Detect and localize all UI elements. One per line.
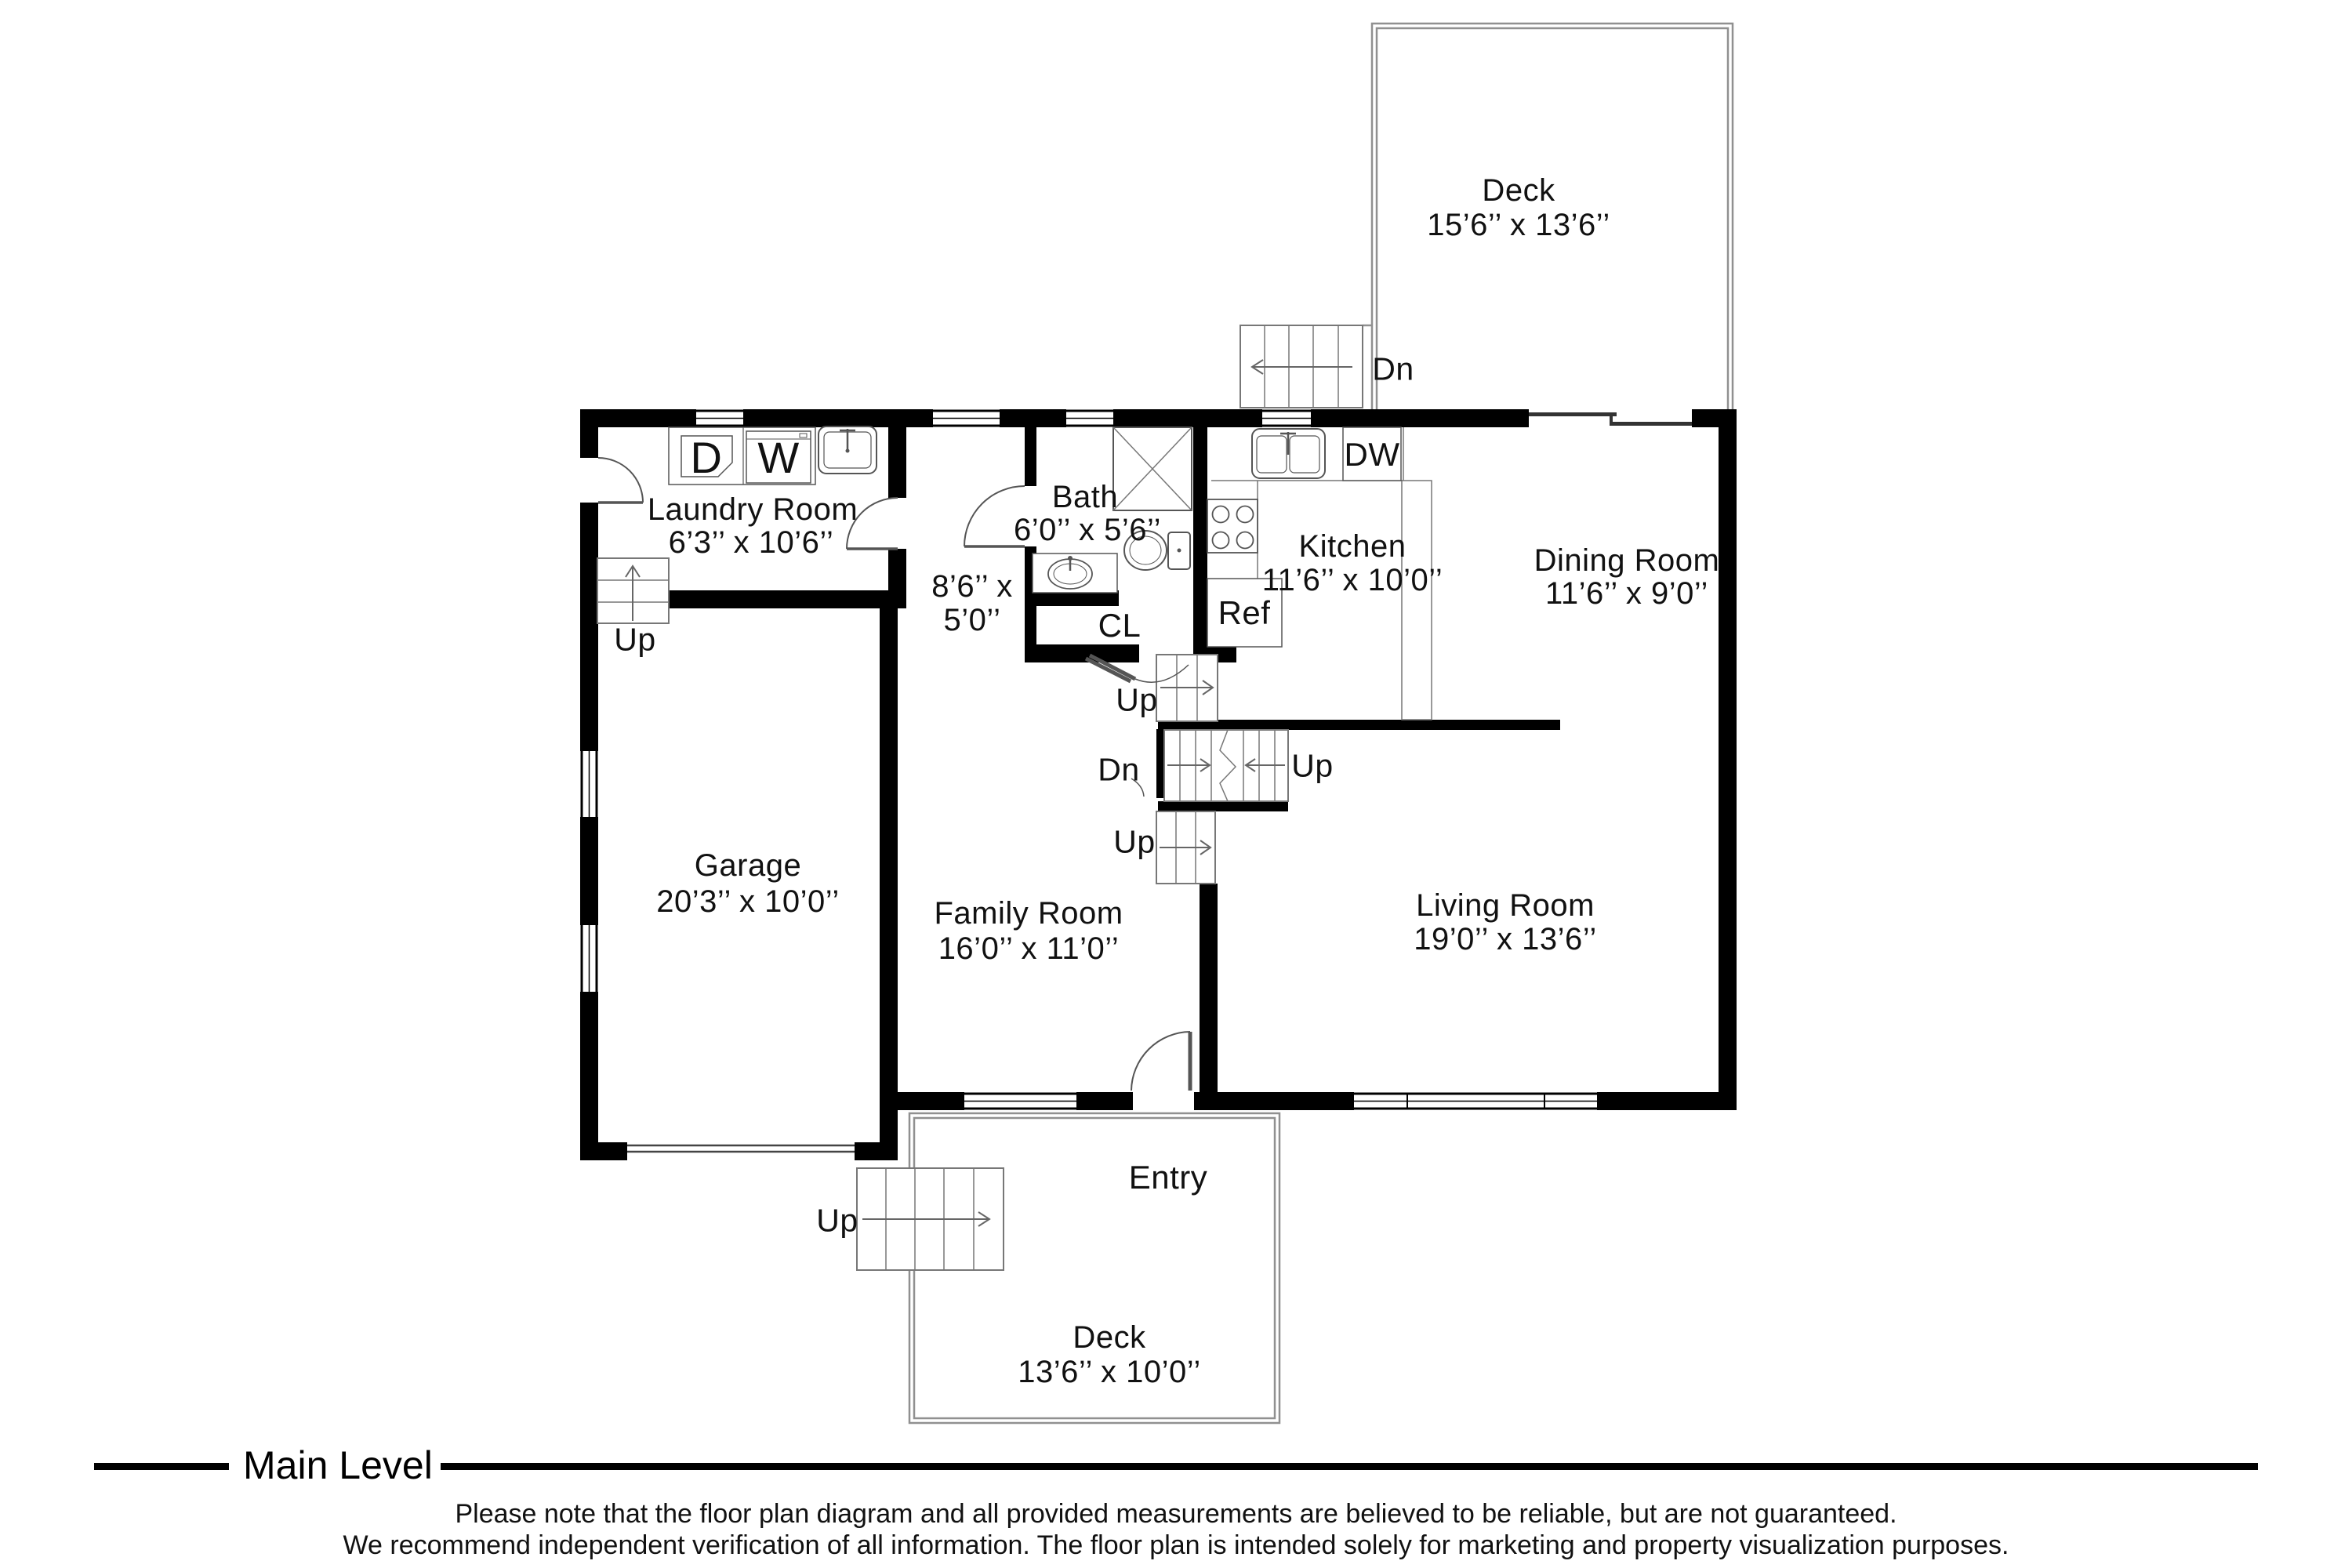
room-label-dining: Dining Room (1534, 543, 1720, 578)
deck-down-stairs (1240, 325, 1363, 408)
room-label-garage: Garage (694, 848, 802, 883)
title-divider-right (441, 1463, 2258, 1470)
laundry-sink-icon (818, 426, 877, 474)
shower-icon (1112, 426, 1192, 511)
windows (580, 409, 1597, 1110)
stair-label-up-center-top: Up (1116, 681, 1158, 718)
room-label-deck-bottom: Deck (1073, 1320, 1146, 1355)
stair-label-up-center-right: Up (1291, 747, 1334, 784)
washer-label: W (757, 433, 800, 482)
stair-label-dn-center: Dn (1098, 751, 1140, 788)
refrigerator-icon (1207, 578, 1283, 648)
dryer-label: D (690, 433, 723, 482)
center-stairs-upper (1156, 654, 1218, 722)
sliding-door (1529, 412, 1692, 426)
laundry-appliances (668, 426, 816, 485)
dishwasher-icon (1342, 426, 1402, 481)
stair-label-up-center-bottom: Up (1113, 823, 1156, 860)
garage-door (627, 1144, 855, 1153)
room-dims-garage: 20’3’’ x 10’0’’ (656, 884, 840, 919)
bath-sink-icon (1032, 553, 1118, 593)
closet-label: CL (1098, 607, 1142, 644)
level-title: Main Level (243, 1443, 433, 1487)
room-label-living: Living Room (1416, 888, 1595, 923)
room-label-deck-top: Deck (1482, 173, 1555, 208)
room-label-laundry: Laundry Room (647, 492, 858, 527)
center-stairs-lower (1156, 811, 1216, 884)
stair-label-up-deck-bottom: Up (816, 1202, 858, 1239)
room-dims-laundry: 6’3’’ x 10’6’’ (668, 525, 834, 560)
stair-label-up-laundry: Up (614, 621, 656, 658)
toilet-icon (1123, 530, 1191, 571)
title-divider-left (94, 1463, 229, 1470)
room-dims-hall-line1: 8’6’’ x (931, 569, 1013, 604)
refrigerator-label: Ref (1218, 594, 1271, 631)
title-row: Main Level (0, 1443, 2352, 1497)
room-dims-dining: 11’6’’ x 9’0’’ (1545, 576, 1708, 611)
disclaimer-line-2: We recommend independent verification of… (343, 1530, 2009, 1560)
room-label-bath: Bath (1051, 480, 1119, 514)
dishwasher-label: DW (1344, 436, 1400, 473)
room-dims-bath: 6’0’’ x 5’6’’ (1013, 513, 1162, 547)
deck-up-stairs (856, 1167, 1004, 1271)
room-dims-hall-line2: 5’0’’ (943, 603, 1001, 637)
room-label-kitchen: Kitchen (1298, 529, 1406, 564)
room-dims-kitchen: 11’6’’ x 10’0’’ (1261, 563, 1443, 597)
room-label-entry: Entry (1128, 1159, 1208, 1196)
stove-icon (1207, 499, 1258, 554)
stair-label-dn-deck: Dn (1372, 350, 1414, 387)
kitchen-sink-icon (1251, 428, 1326, 479)
laundry-up-stairs (597, 557, 670, 624)
room-dims-living: 19’0’’ x 13’6’’ (1414, 922, 1597, 956)
room-dims-deck-top: 15’6’’ x 13’6’’ (1427, 208, 1610, 242)
walls (580, 409, 1737, 1160)
room-dims-deck-bottom: 13’6’’ x 10’0’’ (1018, 1355, 1201, 1389)
center-stairs-middle (1163, 729, 1289, 802)
door-arcs (597, 457, 1192, 1091)
room-label-family: Family Room (934, 896, 1123, 931)
disclaimer-line-1: Please note that the floor plan diagram … (455, 1499, 1897, 1529)
room-dims-family: 16’0’’ x 11’0’’ (938, 931, 1120, 966)
